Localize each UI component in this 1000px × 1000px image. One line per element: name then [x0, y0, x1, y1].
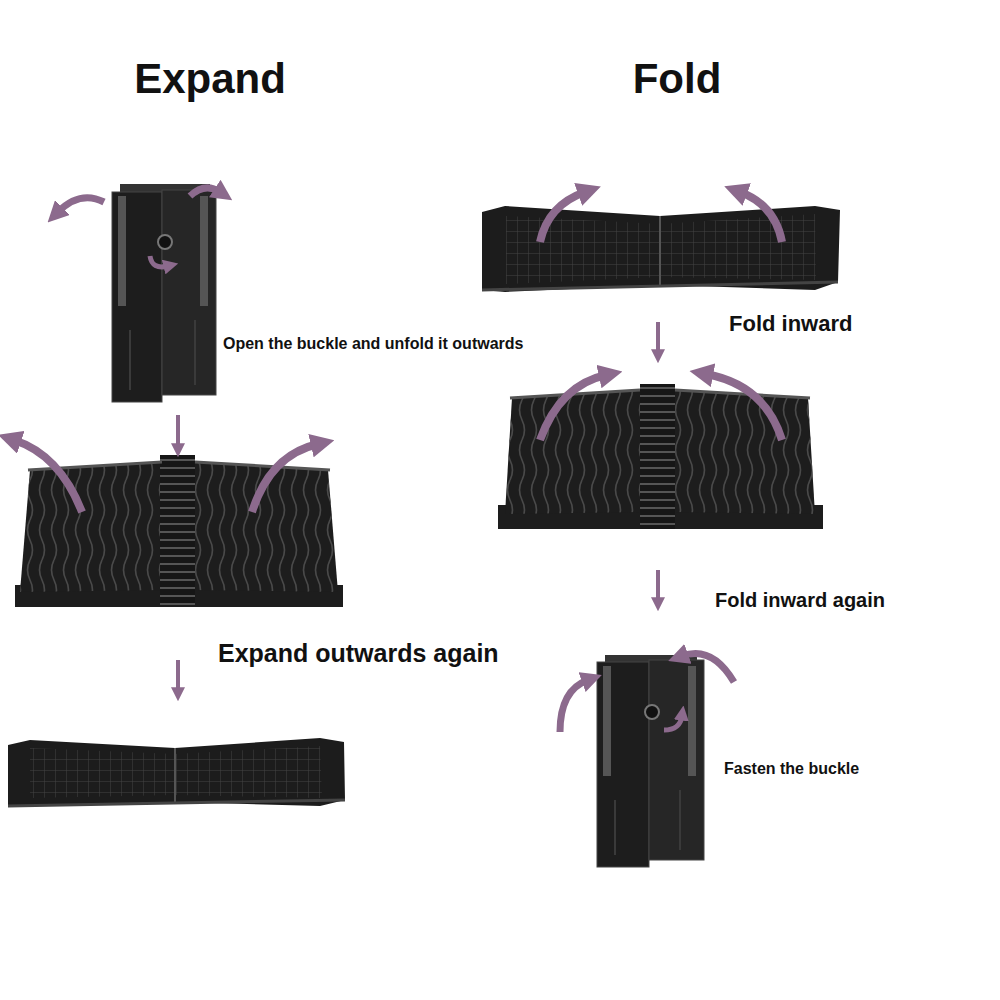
step-caption: Expand outwards again [218, 639, 499, 668]
half-open-ramp [14, 440, 343, 607]
step-arrow [178, 322, 658, 690]
step-caption: Fold inward [729, 311, 852, 337]
step-caption: Fasten the buckle [724, 760, 859, 778]
flat-ramp [482, 192, 840, 292]
folded-ramp [560, 653, 734, 867]
folded-ramp [58, 184, 220, 402]
column-heading: Expand [134, 55, 286, 103]
step-caption: Fold inward again [715, 589, 885, 612]
half-open-ramp [498, 374, 823, 529]
flat-ramp [8, 738, 345, 806]
step-caption: Open the buckle and unfold it outwards [223, 335, 523, 353]
column-heading: Fold [633, 55, 722, 103]
